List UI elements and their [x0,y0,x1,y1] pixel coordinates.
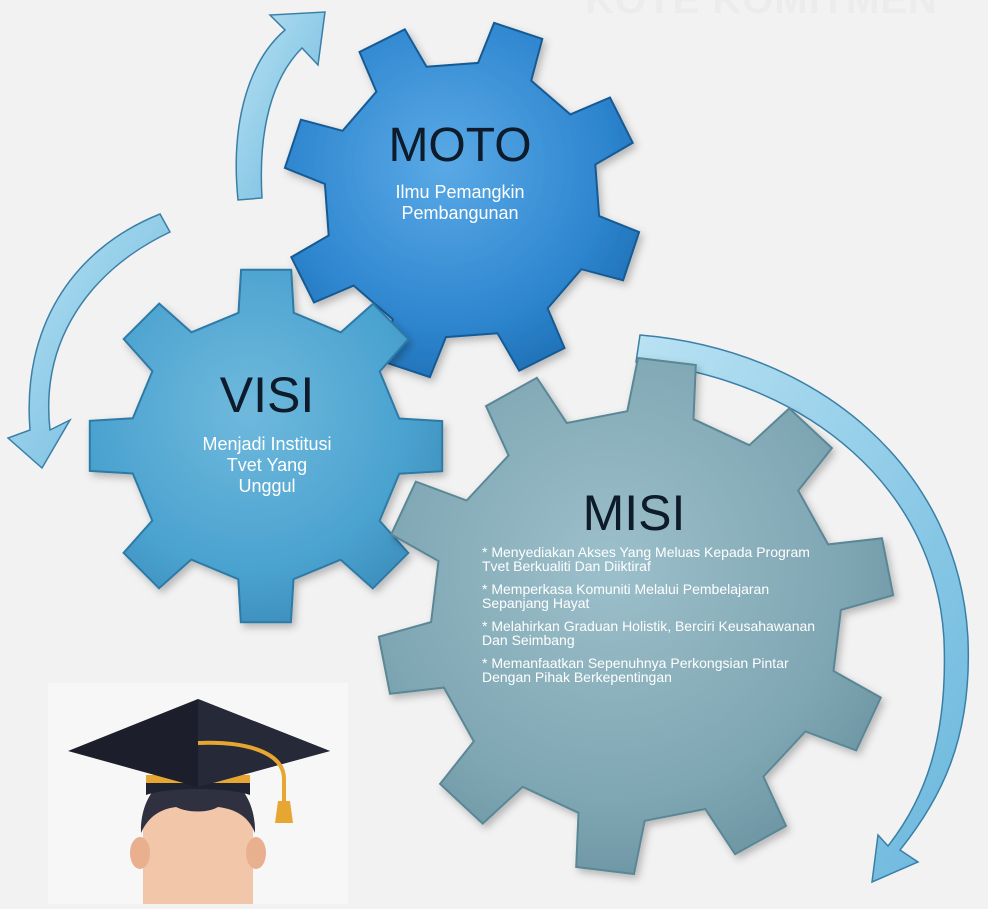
visi-title: VISI [219,367,315,423]
moto-line-1: Ilmu Pemangkin [395,182,525,202]
graduate-student-icon [48,683,348,904]
curved-arrow-down-right-icon [635,334,970,884]
misi-item: * Melahirkan Graduan Holistik, Berciri K… [482,618,816,648]
misi-gear-shape [377,356,895,876]
visi-text: Menjadi Institusi Tvet Yang Unggul [167,434,367,497]
curved-arrow-up-icon [235,11,326,201]
misi-list: * Menyediakan Akses Yang Meluas Kepada P… [482,545,822,693]
misi-item: * Memanfaatkan Sepenuhnya Perkongsian Pi… [482,655,789,685]
visi-line-1: Menjadi Institusi [202,434,332,454]
misi-item: * Menyediakan Akses Yang Meluas Kepada P… [482,544,810,574]
moto-gear-shape [283,21,641,379]
moto-text: Ilmu Pemangkin Pembangunan [365,182,555,224]
visi-line-2: Tvet Yang [226,455,308,475]
faded-header-text: KOTE KOMITMEN [585,0,938,22]
misi-item: * Memperkasa Komuniti Melalui Pembelajar… [482,581,770,611]
visi-line-3: Unggul [238,476,296,496]
visi-gear-shape [88,268,444,624]
moto-line-2: Pembangunan [401,203,519,223]
misi-title: MISI [582,485,686,541]
moto-title: MOTO [388,119,532,172]
curved-arrow-down-left-icon [6,213,172,470]
